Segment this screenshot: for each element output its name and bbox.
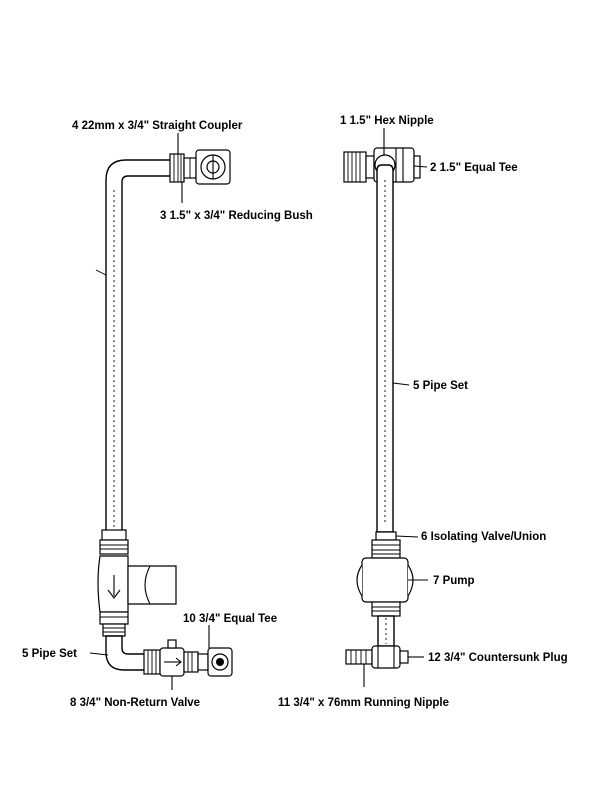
left-pipe-set-lower [105, 635, 147, 671]
right-assembly [343, 128, 428, 687]
label-equal-tee-large: 2 1.5" Equal Tee [430, 162, 518, 174]
right-pipe-set [376, 164, 394, 533]
lower-union-part [371, 601, 401, 647]
label-reducing-bush: 3 1.5" x 3/4" Reducing Bush [160, 210, 313, 222]
straight-coupler-part [169, 153, 185, 183]
isolating-valve-union-part [371, 531, 419, 559]
label-pipe-set-right: 5 Pipe Set [413, 380, 468, 392]
running-nipple-part [345, 649, 373, 665]
equal-tee-part [197, 647, 233, 677]
left-assembly [89, 133, 233, 690]
label-non-return-valve: 8 3/4" Non-Return Valve [70, 697, 200, 709]
label-pipe-set-left: 5 Pipe Set [22, 648, 77, 660]
reducing-bush-part [183, 157, 197, 179]
left-valve-body [97, 529, 177, 637]
label-pump: 7 Pump [433, 575, 475, 587]
top-left-fitting [195, 149, 231, 185]
label-equal-tee-small: 10 3/4" Equal Tee [183, 613, 277, 625]
non-return-valve-part [143, 639, 199, 677]
pump-part [356, 557, 428, 603]
label-straight-coupler: 4 22mm x 3/4" Straight Coupler [72, 120, 243, 132]
labels: 4 22mm x 3/4" Straight Coupler 3 1.5" x … [22, 115, 568, 709]
countersunk-plug-part [399, 650, 424, 664]
label-isolating-valve-union: 6 Isolating Valve/Union [421, 531, 546, 543]
label-countersunk-plug: 12 3/4" Countersunk Plug [428, 652, 568, 664]
label-running-nipple: 11 3/4" x 76mm Running Nipple [278, 697, 449, 709]
label-hex-nipple: 1 1.5" Hex Nipple [340, 115, 434, 127]
bottom-tee-part [371, 645, 401, 669]
hex-nipple-part [343, 151, 375, 183]
